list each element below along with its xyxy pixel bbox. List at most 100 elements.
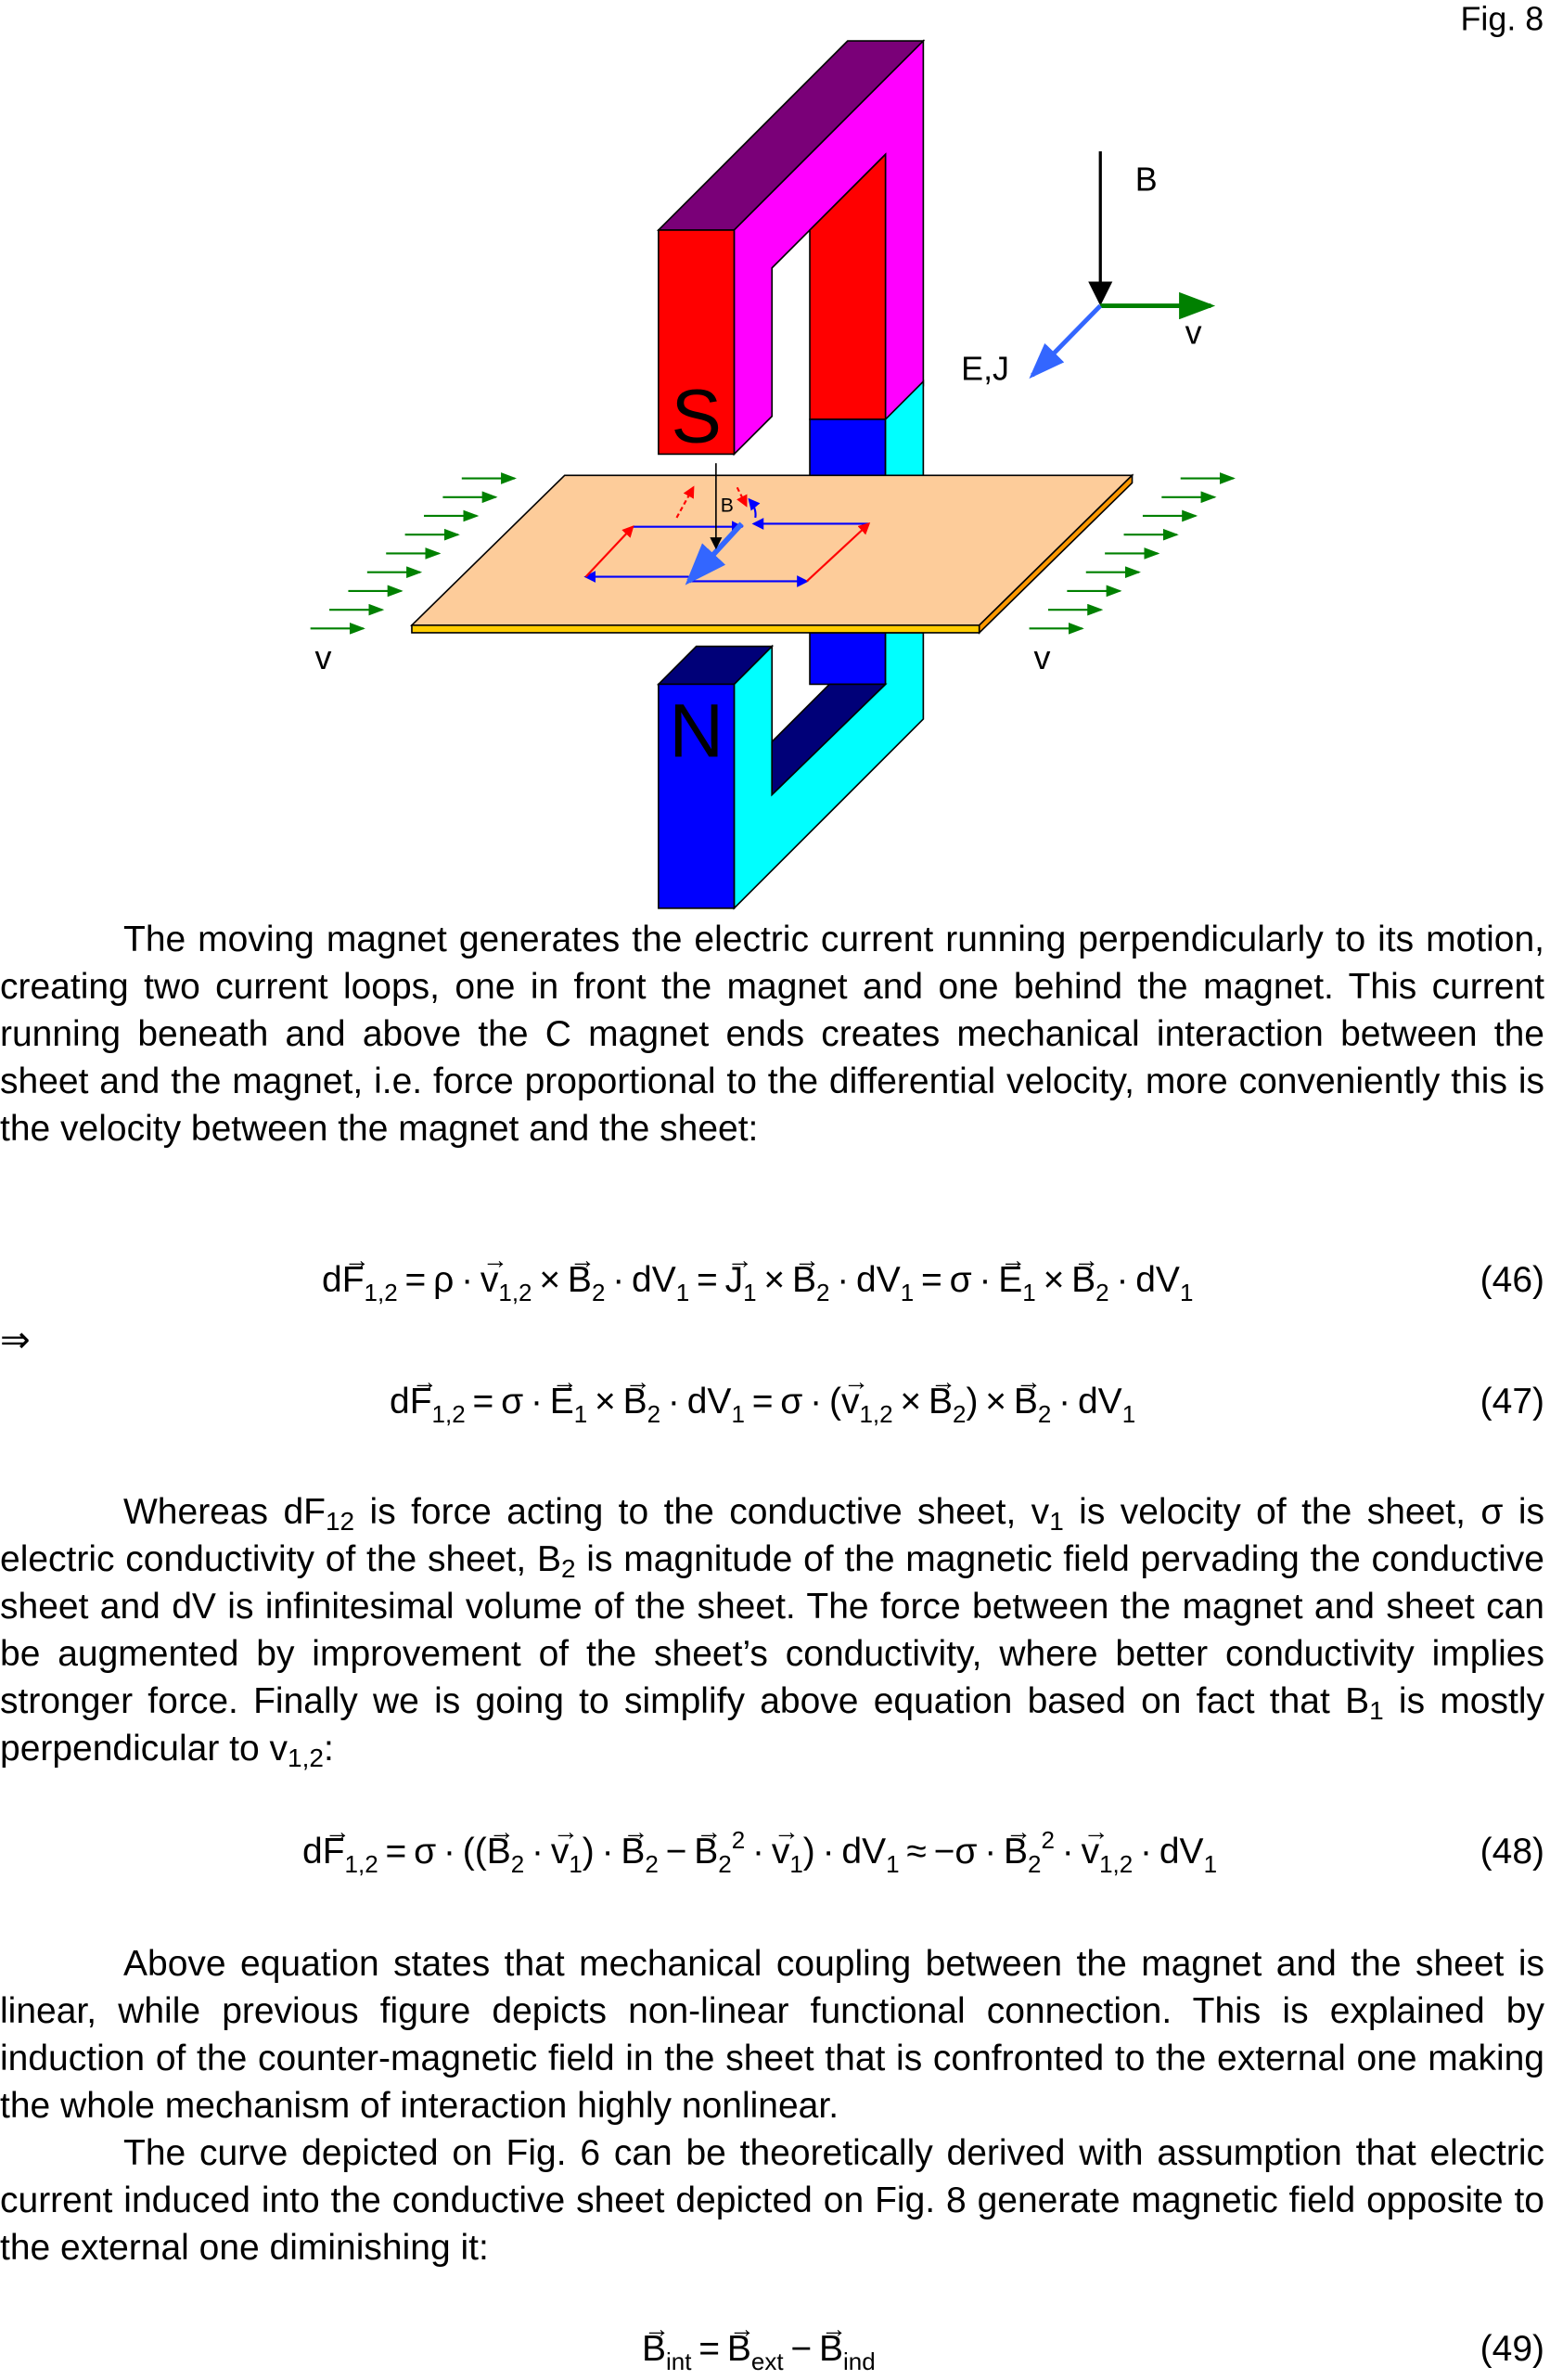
vector-symbol: B22 (1004, 1804, 1055, 1880)
subscript: 1 (731, 1400, 745, 1428)
math-text: · dV (660, 1382, 732, 1422)
subscript: 1 (573, 1400, 588, 1428)
vector-symbol: B2 (792, 1232, 829, 1308)
subscript: ind (842, 2348, 876, 2375)
math-text: ) · (582, 1832, 621, 1872)
paragraph-text: The moving magnet generates the electric… (0, 916, 1544, 1152)
math-text: d (302, 1832, 323, 1872)
subscript: 1,2 (344, 1850, 378, 1878)
math-text: × (756, 1260, 792, 1300)
math-text: · dV (1051, 1382, 1122, 1422)
vector-symbol: B2 (1071, 1232, 1109, 1308)
math-text: d (390, 1382, 410, 1422)
math-text: · dV (605, 1260, 676, 1300)
vector-symbol: E1 (998, 1232, 1036, 1308)
magnet-top-s (656, 39, 926, 478)
math-text: · dV (829, 1260, 901, 1300)
equation-number-48: (48) (1480, 1832, 1544, 1872)
axis-v-label: v (1185, 314, 1202, 351)
math-text: = σ · ( (744, 1382, 841, 1422)
paragraph-4: The curve depicted on Fig. 6 can be theo… (0, 2129, 1544, 2271)
superscript: 2 (731, 1826, 746, 1854)
math-text: 1 (731, 1374, 744, 1430)
conductive-sheet (409, 473, 1134, 635)
math-text: 1 (1204, 1824, 1217, 1880)
vector-symbol: v1 (551, 1804, 583, 1880)
subscript: 2 (1028, 1850, 1042, 1878)
math-text: = σ · (914, 1260, 999, 1300)
pole-n-label: N (669, 689, 724, 774)
subscript: 1,2 (364, 1279, 398, 1306)
subscript: 1,2 (1099, 1850, 1134, 1878)
subscript: 1 (1203, 1850, 1218, 1878)
vector-symbol: B2 (487, 1804, 525, 1880)
subscript: 1,2 (859, 1400, 893, 1428)
text-run: : (323, 1729, 334, 1769)
vector-symbol: B2 (1014, 1354, 1051, 1430)
paragraph-text: Above equation states that mechanical co… (0, 1940, 1544, 2129)
paragraph-text: The curve depicted on Fig. 6 can be theo… (0, 2129, 1544, 2271)
subscript: 1 (743, 1279, 757, 1306)
subscript: 1 (569, 1850, 583, 1878)
math-text: × (532, 1260, 568, 1300)
subscript: 1 (675, 1279, 690, 1306)
math-text: · dV (1133, 1832, 1204, 1872)
subscript: 2 (1095, 1279, 1109, 1306)
math-text: × (892, 1382, 929, 1422)
paragraph-2: Whereas dF12 is force acting to the cond… (0, 1488, 1544, 1772)
math-text: × (1035, 1260, 1072, 1300)
text-run: The curve depicted on Fig. 6 can be theo… (0, 2133, 1544, 2268)
math-text: = σ · (( (378, 1832, 487, 1872)
vector-symbol: v1,2 (841, 1354, 893, 1430)
subscript: 2 (953, 1400, 967, 1428)
superscript: 2 (1041, 1826, 1055, 1854)
vector-symbol: F1,2 (342, 1232, 398, 1308)
text-run: is magnitude of the magnetic field perva… (0, 1539, 1544, 1721)
vector-symbol: F1,2 (410, 1354, 466, 1430)
subscript: 2 (591, 1279, 606, 1306)
text-run: The moving magnet generates the electric… (0, 920, 1544, 1149)
subscript: 2 (718, 1850, 732, 1878)
text-run: Whereas dF (123, 1492, 326, 1532)
math-text: = ρ · (397, 1260, 480, 1300)
vector-symbol: B2 (623, 1354, 661, 1430)
current-loops (583, 463, 871, 587)
subscript: 1 (789, 1850, 803, 1878)
implies-symbol: ⇒ (0, 1320, 31, 1360)
subscript: 1 (1121, 1400, 1136, 1428)
equation-number-46: (46) (1480, 1260, 1544, 1300)
subscript: 2 (647, 1400, 661, 1428)
v-right-label: v (1033, 639, 1050, 676)
axis-b-label: B (1135, 161, 1158, 199)
equation-46: dF1,2 = ρ · v1,2 × B2 · dV1 = J1 × B2 · … (322, 1232, 1194, 1308)
subscript: ext (750, 2348, 784, 2375)
equation-number-49: (49) (1480, 2329, 1544, 2369)
math-text: − (783, 2329, 819, 2369)
math-text: · (745, 1832, 772, 1872)
subscript: 2 (645, 1850, 659, 1878)
vector-symbol: Bint (642, 2301, 691, 2377)
equation-48: dF1,2 = σ · ((B2 · v1) · B2 − B22 · v1) … (302, 1804, 1217, 1880)
math-text: 1 (886, 1824, 899, 1880)
subscript: 1,2 (288, 1743, 324, 1772)
subscript: 2 (510, 1850, 525, 1878)
vector-symbol: J1 (725, 1232, 757, 1308)
subscript: 2 (560, 1554, 576, 1583)
text-run: is mostly perpendicular to v (0, 1681, 1544, 1769)
math-text: · (1054, 1832, 1082, 1872)
vector-symbol: v1 (772, 1804, 803, 1880)
math-text: d (322, 1260, 342, 1300)
vector-symbol: E1 (550, 1354, 588, 1430)
subscript: 1 (1179, 1279, 1194, 1306)
math-text: 1 (1122, 1374, 1135, 1430)
magnet-bottom-n (656, 632, 925, 910)
vector-symbol: v1,2 (1082, 1804, 1134, 1880)
subscript: 1 (1022, 1279, 1036, 1306)
math-text: ≈ −σ · (899, 1832, 1005, 1872)
vector-symbol: Bext (727, 2301, 784, 2377)
subscript: 1,2 (498, 1279, 532, 1306)
vector-symbol: B2 (929, 1354, 967, 1430)
math-text: = σ · (465, 1382, 550, 1422)
subscript: 1,2 (431, 1400, 466, 1428)
math-text: × (587, 1382, 623, 1422)
